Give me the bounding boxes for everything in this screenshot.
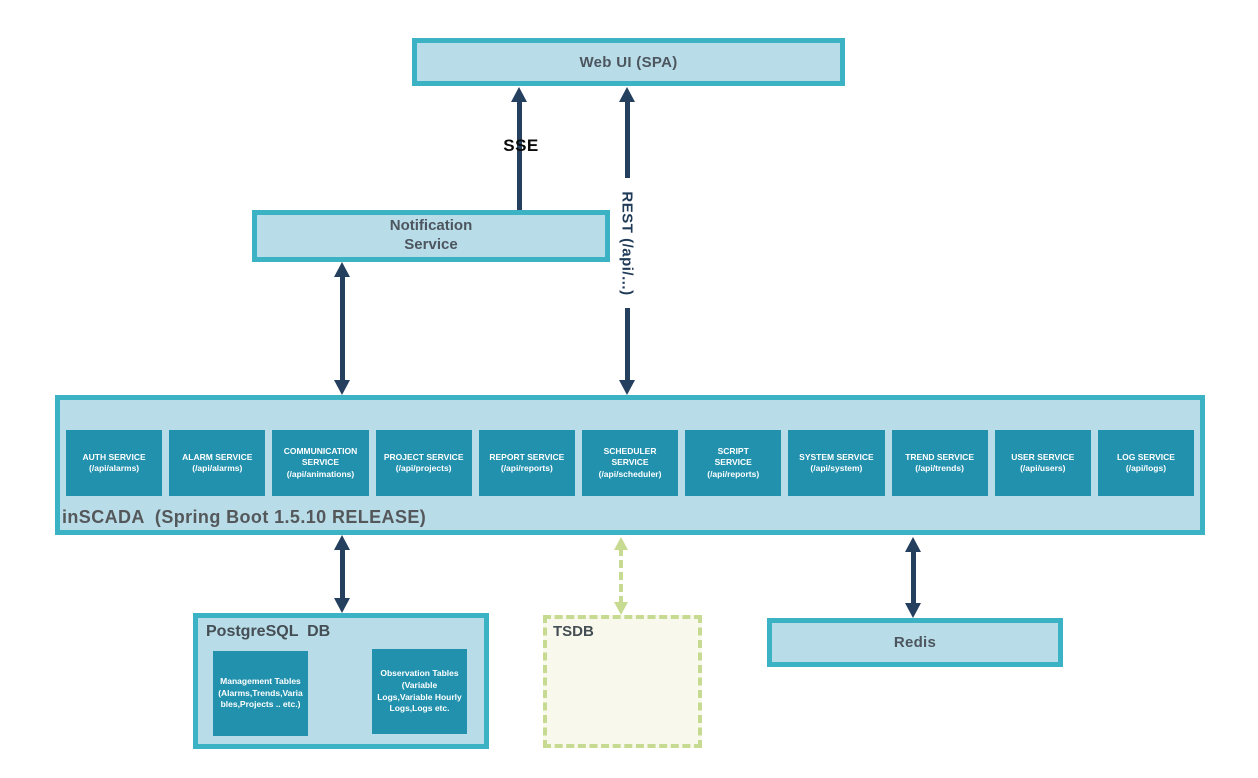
service-box-system: SYSTEM SERVICE (/api/system) [788, 430, 885, 496]
service-box-user: USER SERVICE (/api/users) [994, 430, 1091, 496]
management-tables-box: Management Tables (Alarms,Trends,Varia b… [213, 651, 308, 736]
service-path: (/api/reports) [707, 468, 760, 479]
service-box-log: LOG SERVICE (/api/logs) [1097, 430, 1195, 496]
service-path: (/api/trends) [915, 463, 964, 473]
service-box-communication: COMMUNICATION SERVICE (/api/animations) [272, 430, 369, 496]
arrow-up-icon [619, 87, 635, 102]
service-name: COMMUNICATION SERVICE [283, 446, 358, 468]
service-name: SCHEDULER SERVICE [603, 446, 657, 468]
inscada-redis-arrow [905, 537, 921, 618]
service-box-alarm: ALARM SERVICE (/api/alarms) [169, 430, 266, 496]
arrow-down-icon [619, 380, 635, 395]
rest-arrow-upper [619, 87, 635, 178]
services-row: AUTH SERVICE (/api/alarms) ALARM SERVICE… [66, 430, 1195, 496]
service-path: (/api/reports) [500, 463, 553, 473]
service-name: REPORT SERVICE [489, 451, 565, 462]
service-path: (/api/alarms) [89, 463, 140, 473]
arrow-down-icon [905, 603, 921, 618]
postgresql-title: PostgreSQL DB [206, 623, 331, 640]
arrow-down-icon [614, 602, 628, 615]
arrow-up-icon [334, 535, 350, 550]
service-box-project: PROJECT SERVICE (/api/projects) [375, 430, 472, 496]
inscada-tsdb-arrow [613, 537, 629, 615]
arrow-up-icon [511, 87, 527, 102]
arrow-up-icon [905, 537, 921, 552]
service-name: PROJECT SERVICE [383, 451, 464, 462]
redis-label: Redis [893, 634, 937, 651]
rest-arrow-lower [619, 308, 635, 395]
inscada-container: AUTH SERVICE (/api/alarms) ALARM SERVICE… [55, 395, 1205, 535]
arrow-up-icon [334, 262, 350, 277]
arrow-down-icon [334, 380, 350, 395]
service-name: ALARM SERVICE [182, 451, 253, 462]
service-path: (/api/logs) [1125, 463, 1167, 473]
service-box-auth: AUTH SERVICE (/api/alarms) [66, 430, 163, 496]
sse-arrow [511, 87, 527, 213]
web-ui-node: Web UI (SPA) [412, 38, 845, 86]
service-path: (/api/alarms) [192, 463, 243, 473]
sse-label: SSE [503, 136, 539, 155]
notification-service-node: Notification Service [252, 210, 610, 262]
tsdb-node: TSDB [543, 615, 702, 748]
service-path: (/api/projects) [395, 463, 452, 473]
service-path: (/api/system) [810, 463, 863, 473]
service-name: TREND SERVICE [905, 451, 974, 462]
service-name: USER SERVICE [1011, 451, 1075, 462]
service-path: (/api/scheduler) [598, 468, 662, 479]
service-box-scheduler: SCHEDULER SERVICE (/api/scheduler) [581, 430, 679, 496]
notification-service-label: Notification Service [389, 217, 473, 253]
web-ui-label: Web UI (SPA) [579, 53, 678, 71]
service-box-report: REPORT SERVICE (/api/reports) [478, 430, 575, 496]
notification-inscada-arrow [334, 262, 350, 395]
service-box-script: SCRIPT SERVICE (/api/reports) [685, 430, 782, 496]
postgresql-node: PostgreSQL DB Management Tables (Alarms,… [193, 613, 489, 749]
service-path: (/api/users) [1020, 463, 1066, 473]
observation-tables-box: Observation Tables (Variable Logs,Variab… [372, 649, 467, 734]
service-path: (/api/animations) [286, 468, 355, 479]
arrow-up-icon [614, 537, 628, 550]
inscada-label: inSCADA (Spring Boot 1.5.10 RELEASE) [62, 507, 427, 527]
service-name: AUTH SERVICE [82, 451, 146, 462]
tsdb-label: TSDB [553, 623, 594, 640]
inscada-postgresql-arrow [334, 535, 350, 613]
service-box-trend: TREND SERVICE (/api/trends) [891, 430, 988, 496]
redis-node: Redis [767, 618, 1063, 667]
service-name: LOG SERVICE [1116, 451, 1175, 462]
service-name: SCRIPT SERVICE [714, 446, 752, 468]
arrow-down-icon [334, 598, 350, 613]
service-name: SYSTEM SERVICE [799, 451, 874, 462]
